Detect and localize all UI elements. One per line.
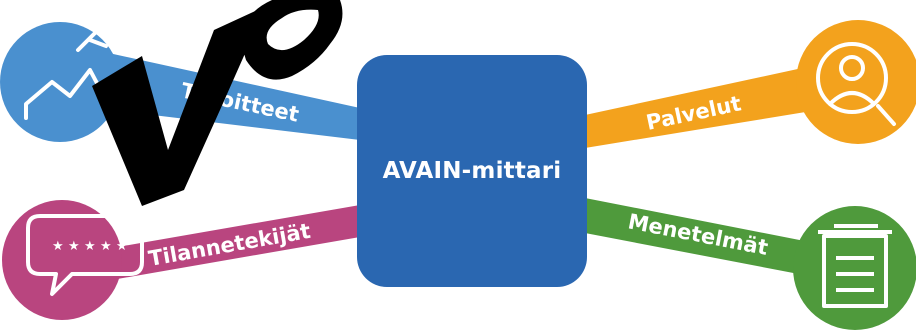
- watermark-letter-v: [92, 6, 266, 206]
- svg-text:★: ★: [100, 239, 112, 254]
- menetelmat-band: [585, 198, 830, 280]
- tavoitteet-band: [95, 50, 360, 140]
- palvelut-band: [585, 62, 830, 148]
- tilannetekijat-node: ★ ★ ★ ★ ★: [2, 200, 144, 320]
- tilannetekijat-label: Tilannetekijät: [147, 219, 313, 271]
- avain-mittari-hub: AVAIN-mittari: [357, 55, 587, 287]
- svg-text:★: ★: [52, 239, 64, 254]
- hub-label: AVAIN-mittari: [382, 158, 562, 184]
- palvelut-circle: [796, 20, 916, 144]
- palvelut-node: [796, 20, 916, 144]
- person-search-icon: [816, 42, 896, 126]
- svg-text:★: ★: [68, 239, 80, 254]
- tilannetekijat-band: [100, 205, 360, 282]
- watermark: [92, 0, 343, 206]
- watermark-letter-a: [242, 0, 343, 80]
- svg-text:★: ★: [116, 239, 128, 254]
- five-star-speech-bubble-icon: ★ ★ ★ ★ ★: [26, 214, 144, 296]
- mountain-chart-icon: [24, 28, 110, 120]
- tavoitteet-circle: [0, 22, 120, 142]
- menetelmat-node: [793, 206, 916, 330]
- tavoitteet-node: [0, 22, 120, 142]
- tilannetekijat-circle: [2, 200, 122, 320]
- stacked-documents-icon: [818, 224, 892, 308]
- svg-text:★: ★: [84, 239, 96, 254]
- palvelut-connector: Palvelut: [585, 62, 830, 148]
